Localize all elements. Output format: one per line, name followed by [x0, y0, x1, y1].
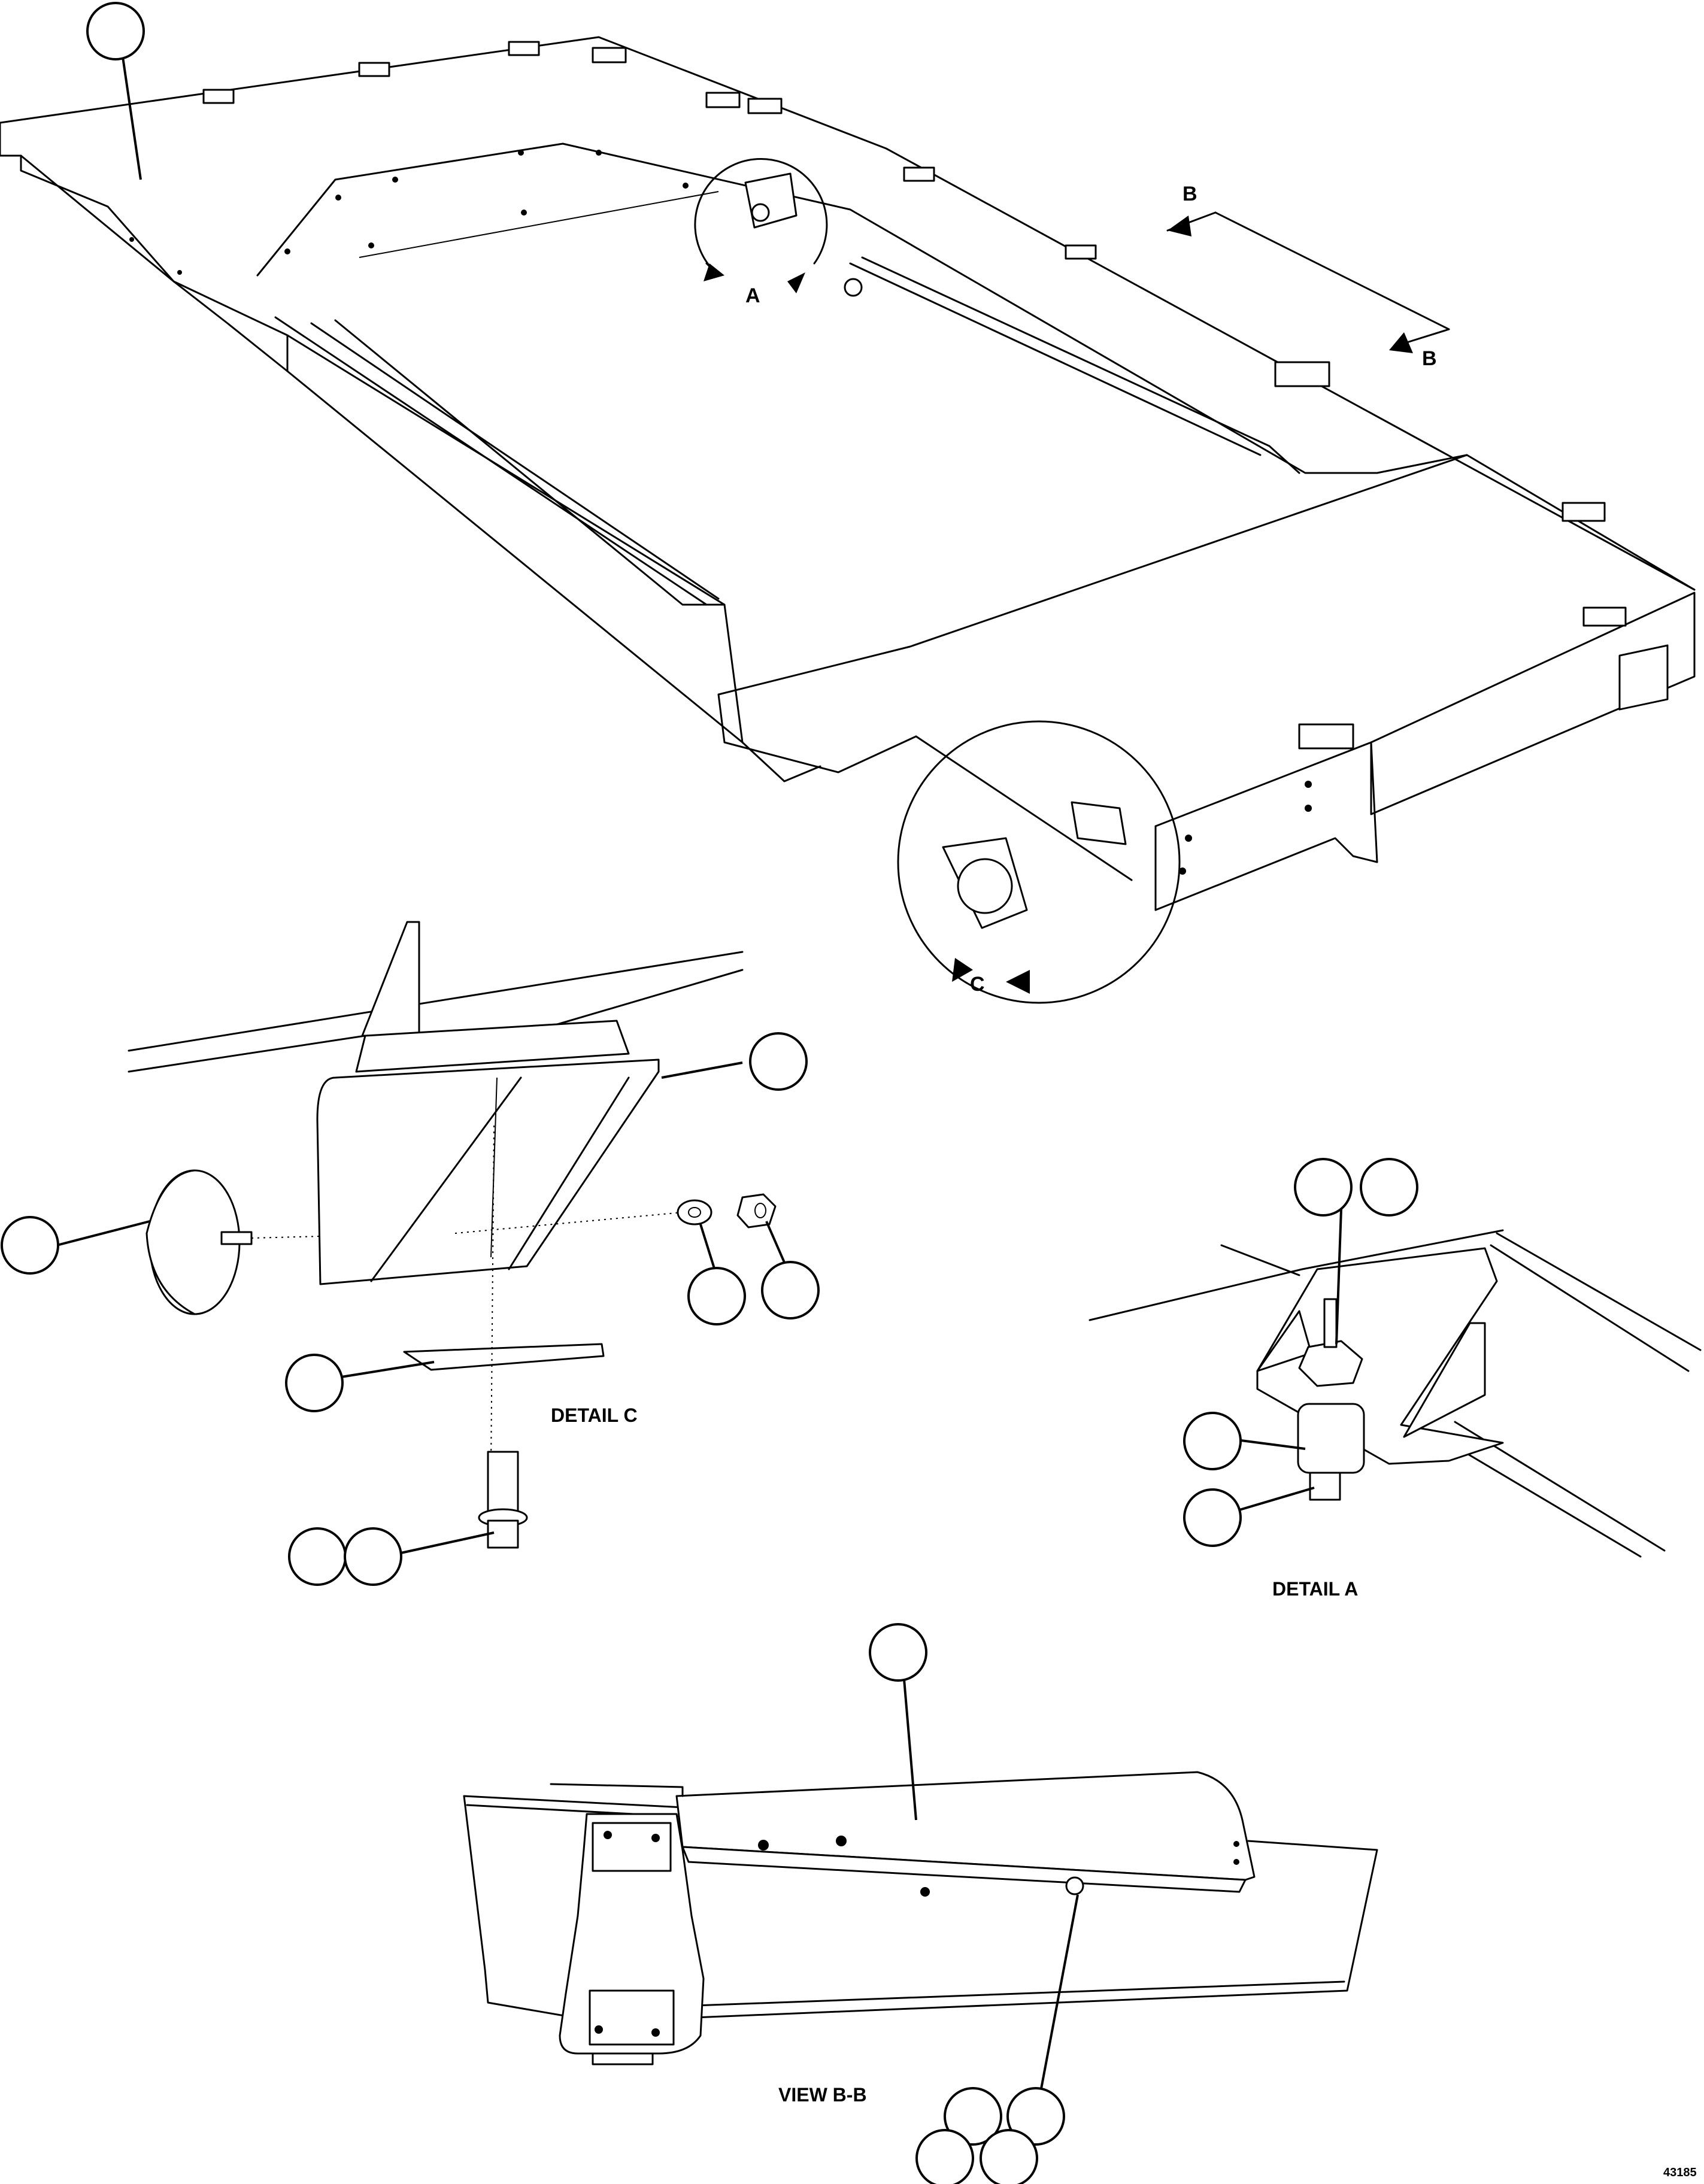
detail-a-marker: A — [745, 284, 760, 307]
section-b-top-label: B — [1183, 183, 1197, 205]
main-assembly-view: A B B C — [0, 2, 1696, 1004]
view-b-b-title: VIEW B-B — [778, 2084, 867, 2106]
detail-c-title: DETAIL C — [551, 1405, 638, 1426]
detail-c-callout-circle: C — [897, 720, 1181, 1004]
detail-a-view: DETAIL A — [1089, 1158, 1702, 1600]
section-b-b-line: B B — [1166, 183, 1450, 370]
figure-number: 43185 — [1663, 2166, 1697, 2179]
detail-a-title: DETAIL A — [1272, 1578, 1358, 1600]
section-b-bottom-label: B — [1422, 347, 1437, 370]
main-view-callout — [86, 2, 145, 180]
view-b-b: VIEW B-B — [463, 1623, 1378, 2184]
detail-a-callout-circle: A — [694, 157, 863, 307]
detail-c-view: DETAIL C — [1, 921, 820, 1586]
detail-c-marker: C — [970, 973, 985, 996]
